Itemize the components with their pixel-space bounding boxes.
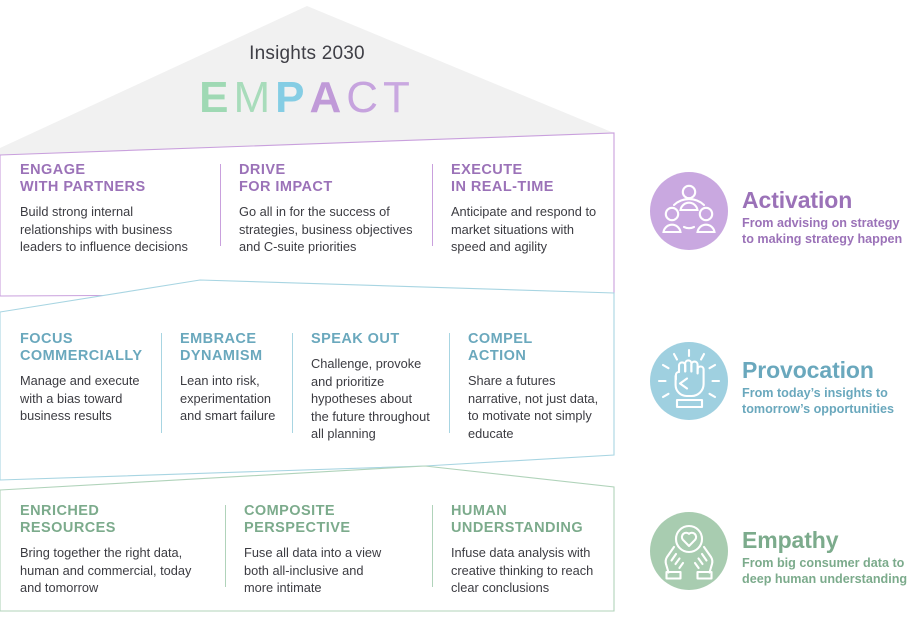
pillar-title: Provocation: [742, 357, 874, 383]
pillar-empathy: Empathy From big consumer data to deep h…: [650, 512, 908, 590]
card-heading: SPEAK OUT: [311, 331, 400, 347]
pillar-provocation: Provocation From today’s insights to tom…: [650, 342, 908, 420]
wordmark-letter-c: C: [346, 73, 384, 122]
pillar-subtitle: From big consumer data to deep human und…: [742, 556, 908, 586]
pillar-text: Activation From advising on strategy to …: [742, 172, 908, 247]
column-divider: [292, 333, 293, 433]
card-body: Share a futures narrative, not just data…: [468, 373, 599, 441]
column-divider: [161, 333, 162, 433]
column-divider: [225, 505, 226, 587]
pillar-activation: Activation From advising on strategy to …: [650, 172, 908, 250]
pillar-subtitle: From advising on strategy to making stra…: [742, 216, 903, 246]
card-body: Challenge, provoke and prioritize hypoth…: [311, 356, 430, 441]
column-divider: [220, 164, 221, 246]
card-body: Build strong internal relationships with…: [20, 204, 188, 254]
pillar-title: Empathy: [742, 527, 839, 553]
card-body: Bring together the right data, human and…: [20, 545, 192, 595]
column-divider: [432, 164, 433, 246]
wordmark-letter-p: P: [275, 73, 310, 122]
card-body: Go all in for the success of strategies,…: [239, 204, 413, 254]
card-body: Infuse data analysis with creative think…: [451, 545, 594, 595]
hands-heart-icon: [650, 512, 728, 590]
page-title: Insights 2030: [249, 43, 365, 64]
people-network-icon: [650, 172, 728, 250]
pillar-title: Activation: [742, 187, 853, 213]
card-speak-out: SPEAK OUT Challenge, provoke and priorit…: [292, 331, 449, 443]
card-body: Fuse all data into a view both all-inclu…: [244, 545, 382, 595]
wordmark-letter-a: A: [309, 73, 347, 122]
pillar-text: Empathy From big consumer data to deep h…: [742, 512, 908, 587]
card-body: Lean into risk, experimentation and smar…: [180, 373, 276, 423]
pillar-subtitle: From today’s insights to tomorrow’s oppo…: [742, 386, 895, 416]
wordmark-letter-t: T: [383, 73, 415, 122]
wordmark-empact: EMPACT: [0, 76, 614, 120]
column-divider: [432, 505, 433, 587]
wordmark-letter-e: E: [199, 73, 234, 122]
card-body: Anticipate and respond to market situati…: [451, 204, 597, 254]
pillar-text: Provocation From today’s insights to tom…: [742, 342, 908, 417]
column-divider: [449, 333, 450, 433]
wordmark-letter-m: M: [233, 73, 276, 122]
raised-fist-icon: [650, 342, 728, 420]
card-body: Manage and execute with a bias toward bu…: [20, 373, 140, 423]
